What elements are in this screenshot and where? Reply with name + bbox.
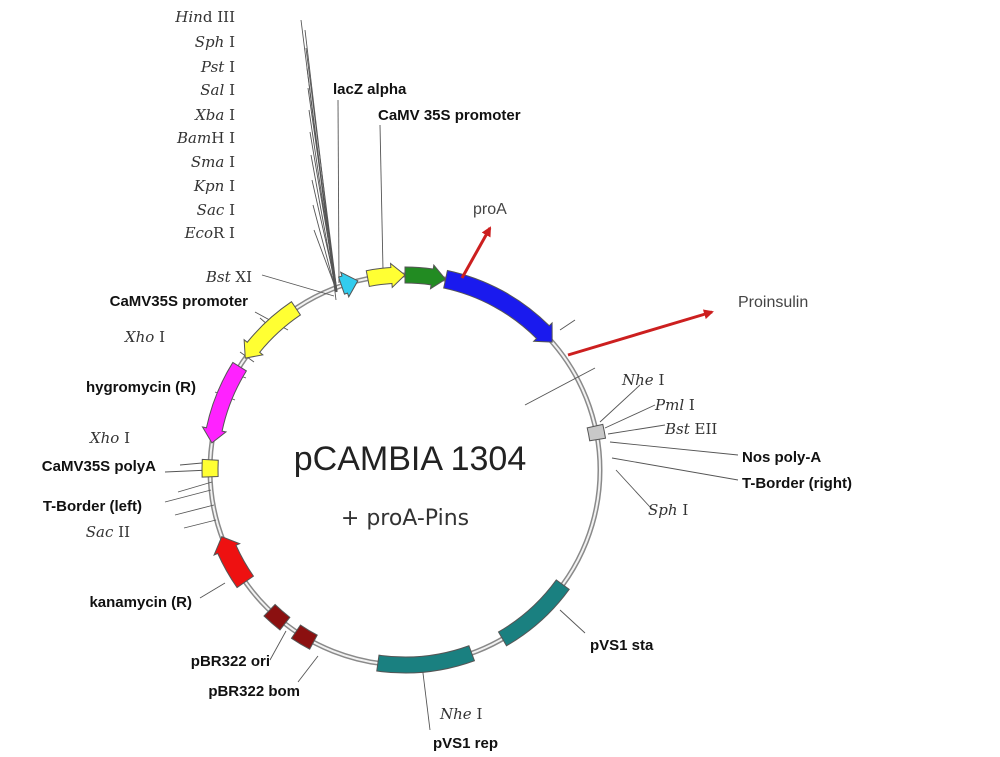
plasmid-subtitle: + proA-Pins xyxy=(341,506,469,531)
label-camv35s-promoter-left: CaMV35S promoter xyxy=(110,293,249,310)
site-psti: Pst I xyxy=(200,58,235,76)
feature-leader-lines xyxy=(164,99,739,731)
proa-arrow xyxy=(460,226,492,279)
site-xhoi-upper: Xho I xyxy=(124,328,165,346)
feature-nos-polya xyxy=(586,423,607,442)
feature-pvs1-sta xyxy=(497,579,570,647)
site-bstxi: Bst XI xyxy=(205,268,252,286)
label-pbr322-ori: pBR322 ori xyxy=(191,653,270,670)
feature-labels: lacZ alpha CaMV 35S promoter Nos poly-A … xyxy=(42,81,852,752)
site-sphi-right: Sph I xyxy=(648,501,688,519)
feature-pvs1-rep xyxy=(376,645,476,674)
proinsulin-arrow xyxy=(567,309,714,357)
feature-pbr322-bom xyxy=(290,624,318,650)
label-pbr322-bom: pBR322 bom xyxy=(208,683,300,700)
site-saci: Sac I xyxy=(197,201,235,219)
site-sali: Sal I xyxy=(200,81,235,99)
site-smai: Sma I xyxy=(191,153,235,171)
label-proa: proA xyxy=(473,201,507,218)
plasmid-name: pCAMBIA 1304 xyxy=(294,440,526,478)
site-pmli: Pml I xyxy=(654,396,695,414)
site-kpni: Kpn I xyxy=(193,177,235,195)
feature-proinsulin xyxy=(443,269,553,343)
label-t-border-left: T-Border (left) xyxy=(43,498,142,515)
restriction-site-labels: Hind III Sph I Pst I Sal I Xba I BamH I … xyxy=(86,8,718,723)
site-xhoi-lower: Xho I xyxy=(89,429,130,447)
label-pvs1-sta: pVS1 sta xyxy=(590,637,654,654)
site-sphi: Sph I xyxy=(195,33,235,51)
site-nhei-lower: Nhe I xyxy=(439,705,482,723)
feature-pbr322-ori xyxy=(263,603,291,631)
site-hindiii: Hind III xyxy=(174,8,235,26)
label-t-border-right: T-Border (right) xyxy=(742,475,852,492)
feature-camv35s-promoter-left xyxy=(243,301,302,359)
label-kanamycin: kanamycin (R) xyxy=(89,594,192,611)
feature-camv35s-promoter xyxy=(365,262,406,289)
label-lacz-alpha: lacZ alpha xyxy=(333,81,407,98)
site-xbai: Xba I xyxy=(194,106,235,124)
site-sacii: Sac II xyxy=(86,523,130,541)
site-bamhi: BamH I xyxy=(176,129,235,147)
site-bsteii: Bst EII xyxy=(664,420,717,438)
label-hygromycin: hygromycin (R) xyxy=(86,379,196,396)
site-nhei-upper: Nhe I xyxy=(621,371,664,389)
label-pvs1-rep: pVS1 rep xyxy=(433,735,498,752)
feature-proa xyxy=(404,263,447,290)
label-nos-polya: Nos poly-A xyxy=(742,449,821,466)
feature-kanamycin xyxy=(213,536,255,589)
label-camv35s-promoter-top: CaMV 35S promoter xyxy=(378,107,521,124)
mcs-leader-lines xyxy=(261,19,338,301)
feature-lacz-alpha xyxy=(337,271,359,299)
label-camv35s-polya: CaMV35S polyA xyxy=(42,458,156,475)
site-ecori: EcoR I xyxy=(184,224,235,242)
feature-camv35s-polya xyxy=(201,458,219,478)
feature-hygromycin xyxy=(201,361,248,444)
label-proinsulin: Proinsulin xyxy=(738,294,808,311)
